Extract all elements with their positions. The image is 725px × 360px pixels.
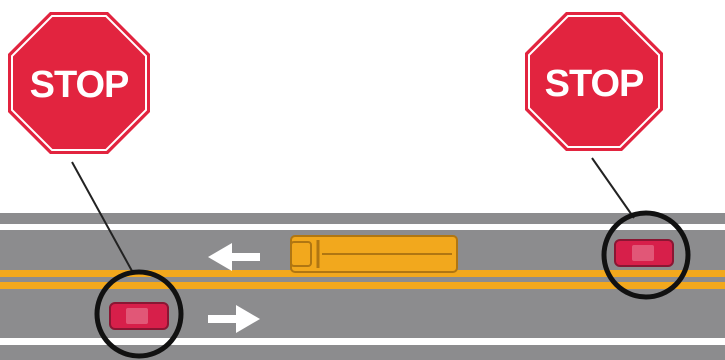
stop-sign-left: STOP — [8, 12, 150, 154]
pointer-line-right — [592, 158, 634, 218]
bus-hood — [291, 242, 311, 266]
car-roof — [632, 245, 654, 261]
stop-sign-label: STOP — [30, 64, 129, 106]
stop-sign-label: STOP — [545, 63, 644, 105]
stop-sign-right: STOP — [525, 12, 663, 151]
school-bus — [291, 236, 457, 272]
car-roof — [126, 308, 148, 324]
